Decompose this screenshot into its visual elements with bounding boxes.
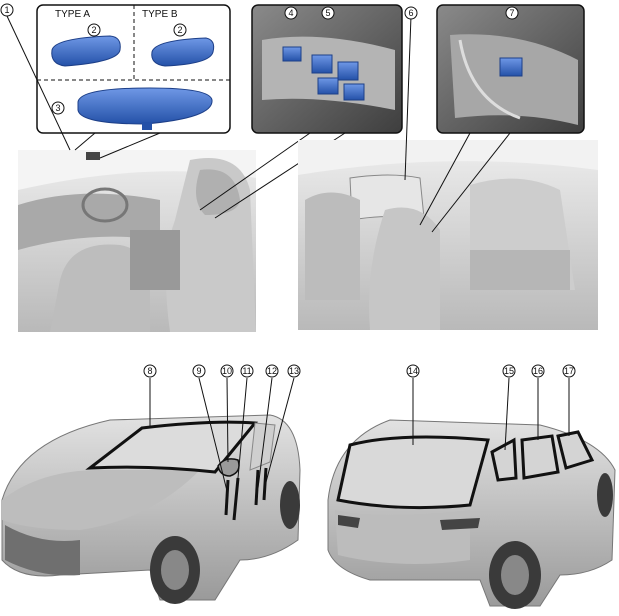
- leader-line: [265, 377, 295, 483]
- callout-11: 11: [240, 364, 254, 378]
- leader-line: [504, 377, 510, 451]
- leader-line: [226, 377, 229, 463]
- leader-line: [431, 132, 511, 233]
- callout-16: 16: [531, 364, 545, 378]
- exterior-front-view: [1, 414, 301, 604]
- svg-text:6: 6: [408, 8, 413, 18]
- svg-text:10: 10: [222, 366, 232, 376]
- switch-window-2: [337, 61, 359, 81]
- switch-rear-window: [499, 57, 523, 77]
- switch-lock: [282, 46, 302, 62]
- rear-door-window: [520, 434, 560, 480]
- exterior-rear-view: [327, 419, 616, 609]
- callout-9: 9: [192, 364, 206, 378]
- quarter-window: [490, 437, 518, 482]
- svg-text:13: 13: [289, 366, 299, 376]
- svg-text:3: 3: [55, 103, 60, 113]
- callout-2a: 2: [87, 23, 101, 37]
- svg-text:5: 5: [325, 8, 330, 18]
- mirror-large: [77, 87, 213, 125]
- svg-text:8: 8: [147, 366, 152, 376]
- rear-window: [336, 435, 490, 510]
- callout-17: 17: [562, 364, 576, 378]
- callout-5: 5: [321, 6, 335, 20]
- mirror-type-b: [151, 37, 215, 67]
- leader-line: [199, 132, 311, 211]
- callout-6: 6: [404, 6, 418, 20]
- svg-text:7: 7: [509, 8, 514, 18]
- callout-4: 4: [284, 6, 298, 20]
- callout-1: 1: [0, 3, 14, 17]
- type-a-label: TYPE A: [55, 9, 90, 20]
- callout-12: 12: [265, 364, 279, 378]
- leader-line: [99, 132, 161, 159]
- mirror-type-a: [51, 35, 121, 67]
- callout-8: 8: [143, 364, 157, 378]
- svg-text:14: 14: [408, 366, 418, 376]
- mirror-inset: TYPE A TYPE B: [36, 4, 231, 134]
- callout-14: 14: [406, 364, 420, 378]
- switch-window-1: [311, 54, 333, 74]
- svg-text:11: 11: [242, 366, 251, 376]
- svg-text:16: 16: [533, 366, 543, 376]
- callout-13: 13: [287, 364, 301, 378]
- callout-10: 10: [220, 364, 234, 378]
- leader-line: [404, 15, 412, 181]
- leader-line: [198, 377, 229, 496]
- svg-text:12: 12: [267, 366, 277, 376]
- leader-line: [74, 132, 96, 151]
- type-b-label: TYPE B: [142, 9, 178, 20]
- switch-window-3: [317, 77, 339, 95]
- svg-text:2: 2: [177, 25, 182, 35]
- leader-line: [419, 132, 471, 226]
- interior-rear-view: [298, 140, 598, 330]
- svg-text:2: 2: [91, 25, 96, 35]
- svg-text:9: 9: [196, 366, 201, 376]
- callout-3: 3: [51, 101, 65, 115]
- callout-2b: 2: [173, 23, 187, 37]
- leader-line: [257, 377, 273, 489]
- rear-switch-inset: [436, 4, 585, 134]
- svg-text:4: 4: [288, 8, 293, 18]
- windshield: [85, 420, 259, 474]
- svg-text:15: 15: [504, 366, 514, 376]
- callout-7: 7: [505, 6, 519, 20]
- leader-line: [235, 377, 248, 501]
- front-door-window: [556, 430, 595, 470]
- callout-15: 15: [502, 364, 516, 378]
- svg-text:17: 17: [564, 366, 574, 376]
- leader-line: [6, 15, 71, 151]
- interior-front-view: [18, 150, 256, 332]
- svg-text:1: 1: [4, 5, 9, 15]
- switch-window-4: [343, 83, 365, 101]
- window-switch-inset: [251, 4, 403, 134]
